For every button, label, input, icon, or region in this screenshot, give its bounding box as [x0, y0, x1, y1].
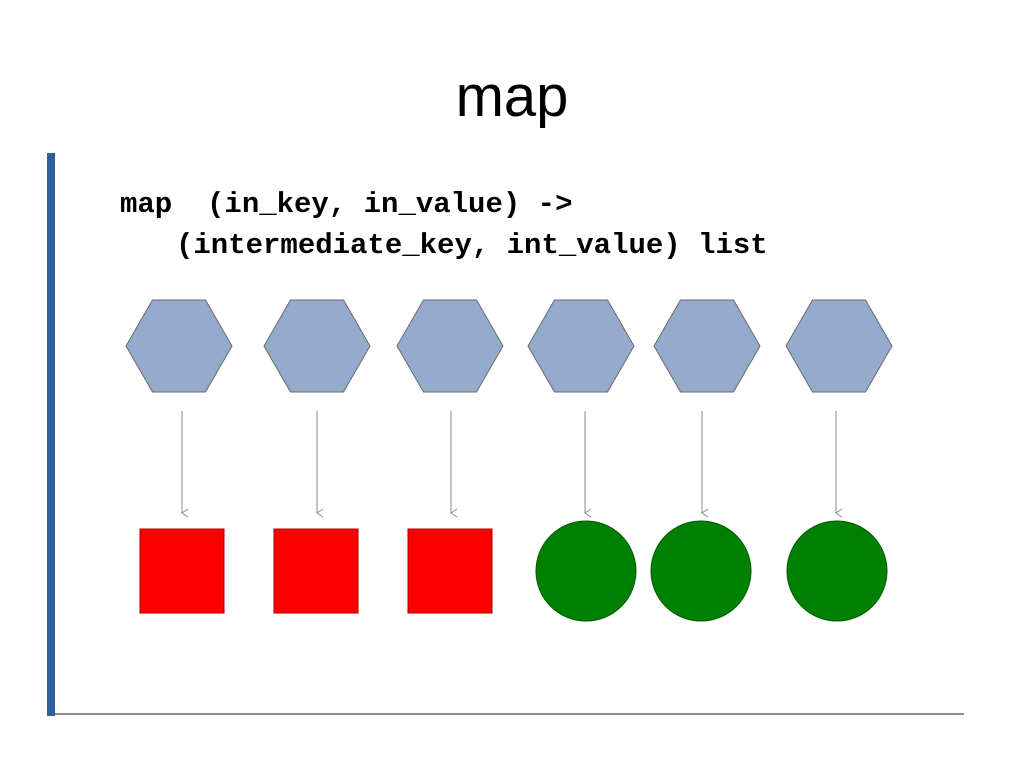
input-hexagons: [125, 299, 893, 393]
output-shapes: [139, 520, 888, 622]
map-arrows: [181, 411, 843, 518]
input-hexagon-2: [263, 299, 371, 393]
footer-rule: [55, 713, 964, 715]
output-square-1: [139, 528, 225, 614]
input-hexagon-4: [527, 299, 635, 393]
signature-line-2: (intermediate_key, int_value) list: [176, 229, 768, 262]
map-signature: map (in_key, in_value) -> (intermediate_k…: [120, 184, 768, 266]
signature-line-1: map (in_key, in_value) ->: [120, 188, 573, 221]
input-hexagon-1: [125, 299, 233, 393]
output-circle-1: [535, 520, 637, 622]
input-hexagon-3: [396, 299, 504, 393]
output-square-3: [407, 528, 493, 614]
output-square-2: [273, 528, 359, 614]
slide-title: map: [455, 64, 569, 129]
input-hexagon-6: [785, 299, 893, 393]
input-hexagon-5: [653, 299, 761, 393]
output-circle-2: [650, 520, 752, 622]
output-circle-3: [786, 520, 888, 622]
accent-bar: [47, 153, 55, 716]
